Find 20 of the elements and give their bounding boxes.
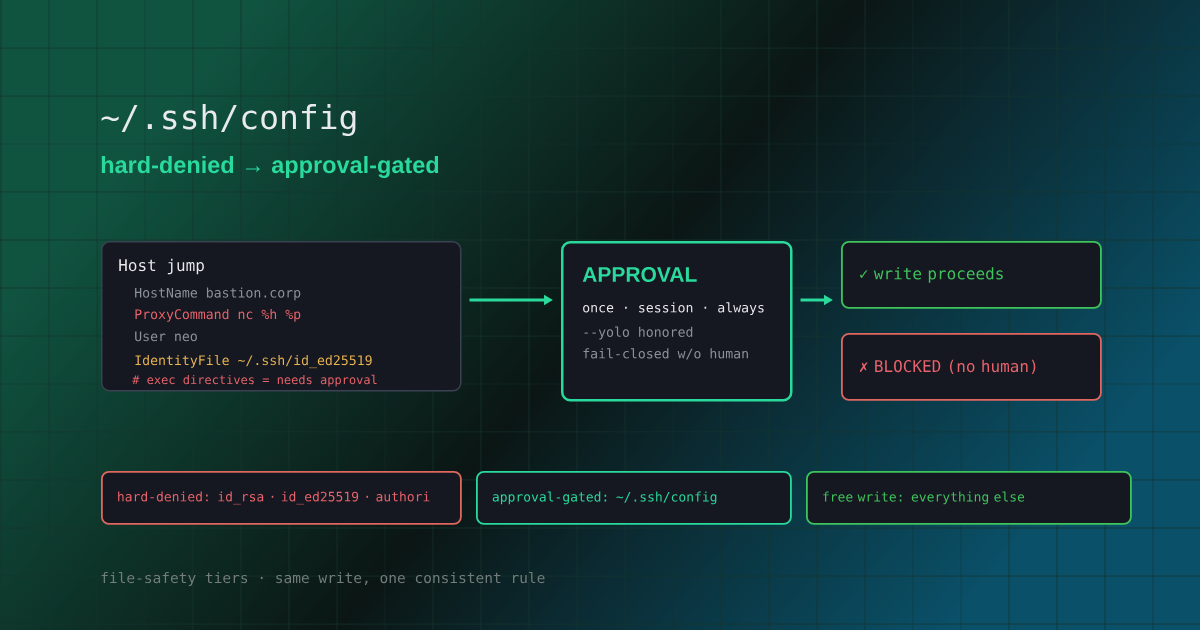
host-heading: Host jump [119, 258, 204, 275]
tier-box: hard-denied: id_rsa · id_ed25519 · authori [101, 471, 462, 525]
subtitle: hard-denied → approval-gated [101, 156, 439, 178]
config-line: User neo [135, 331, 197, 342]
config-line: IdentityFile ~/.ssh/id_ed25519 [135, 354, 372, 369]
tier-box: free write: everything else [806, 471, 1132, 525]
note-line: --yolo honored [584, 326, 693, 340]
config-line: HostName bastion.corp [135, 287, 301, 301]
caption: file-safety tiers · same write, one consistent rule [101, 571, 545, 586]
config-line: ProxyCommand nc %h %p [135, 308, 301, 322]
result-box: ✓ write proceeds [841, 241, 1102, 309]
tier-box: approval-gated: ~/.ssh/config [476, 471, 792, 525]
result-box: ✗ BLOCKED (no human) [841, 333, 1102, 401]
config-box [101, 241, 462, 392]
approval-box [561, 241, 793, 402]
approval-heading: APPROVAL [582, 267, 697, 282]
comment-line: # exec directives = needs approval [132, 374, 377, 387]
title: ~/.ssh/config [101, 103, 356, 137]
note-line: fail-closed w/o human [583, 348, 748, 360]
approval-modes: once · session · always [583, 302, 764, 316]
